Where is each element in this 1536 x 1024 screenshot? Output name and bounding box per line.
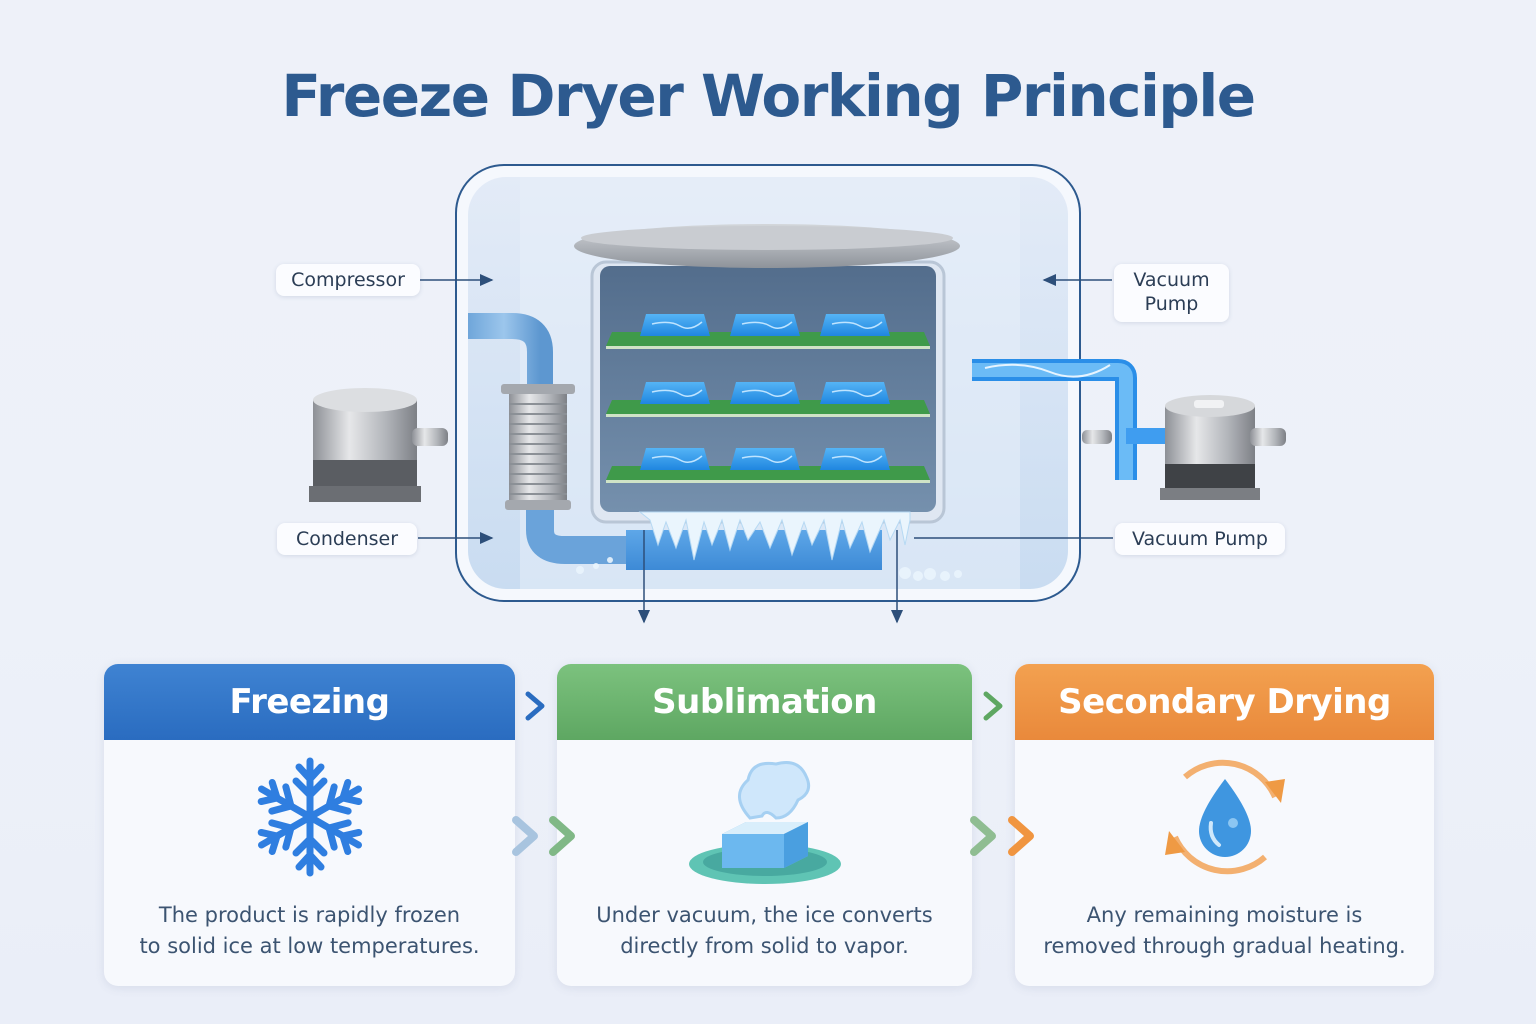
compressor-label: Compressor — [276, 264, 420, 296]
water-drop-cycle-icon — [1164, 759, 1285, 875]
condenser-label: Condenser — [277, 523, 417, 555]
ice-crack — [741, 455, 793, 463]
product-tray — [640, 448, 710, 470]
shelf-edge — [606, 414, 930, 417]
step-description: The product is rapidly frozen to solid i… — [104, 900, 515, 962]
shelf-edge — [606, 480, 930, 483]
condenser-pipe — [468, 313, 553, 390]
product-tray — [730, 314, 800, 336]
product-tray — [820, 448, 890, 470]
step-title: Freezing — [104, 664, 515, 740]
product-tray — [820, 382, 890, 404]
product-tray — [820, 314, 890, 336]
ice-crack — [741, 389, 793, 397]
step-description: Any remaining moisture is removed throug… — [1015, 900, 1434, 962]
ice-crack — [831, 455, 883, 463]
chevron-right-icon — [549, 816, 575, 856]
ice-crack — [651, 455, 703, 463]
product-tray — [730, 382, 800, 404]
description-line-2: to solid ice at low temperatures. — [139, 934, 480, 958]
ice-collector — [626, 530, 882, 570]
ice-crack — [831, 389, 883, 397]
step-title: Sublimation — [557, 664, 972, 740]
description-line-2: directly from solid to vapor. — [620, 934, 909, 958]
product-tray — [640, 314, 710, 336]
vacuum-pipe — [972, 359, 1166, 480]
step-title: Secondary Drying — [1015, 664, 1434, 740]
ice-crack — [741, 321, 793, 329]
ice-vapor-icon — [688, 761, 841, 884]
process-steps: Freezing The product is rapidly frozen t… — [0, 660, 1536, 1000]
vacuum-pump-label-top: Vacuum Pump — [1114, 264, 1229, 322]
vacuum-pump-unit — [1160, 395, 1286, 500]
description-line-1: The product is rapidly frozen — [158, 903, 461, 927]
step-description: Under vacuum, the ice converts directly … — [557, 900, 972, 962]
description-line-1: Any remaining moisture is — [1086, 903, 1363, 927]
step-card-freezing: Freezing The product is rapidly frozen t… — [104, 664, 515, 986]
chevron-right-icon — [1008, 816, 1034, 856]
ice-crack — [831, 321, 883, 329]
description-line-2: removed through gradual heating. — [1043, 934, 1406, 958]
chevron-right-icon — [525, 691, 545, 721]
condenser-coil — [501, 384, 575, 510]
freeze-dryer-diagram — [309, 164, 1286, 624]
icicles — [638, 511, 911, 561]
vacuum-pump-label-bottom: Vacuum Pump — [1115, 523, 1285, 555]
description-line-1: Under vacuum, the ice converts — [596, 903, 933, 927]
chevron-right-icon — [983, 691, 1003, 721]
chevron-right-icon — [512, 816, 538, 856]
ice-crack — [651, 389, 703, 397]
ice-crack — [651, 321, 703, 329]
compressor-unit — [309, 388, 448, 502]
step-card-secondary-drying: Secondary Drying Any remaining moisture … — [1015, 664, 1434, 986]
snowflake-icon — [245, 757, 375, 882]
step-card-sublimation: Sublimation Under vacuum, the ice conver… — [557, 664, 972, 986]
page-title: Freeze Dryer Working Principle — [281, 62, 1256, 130]
product-tray — [640, 382, 710, 404]
chevron-right-icon — [970, 816, 996, 856]
product-tray — [730, 448, 800, 470]
shelf-edge — [606, 346, 930, 349]
